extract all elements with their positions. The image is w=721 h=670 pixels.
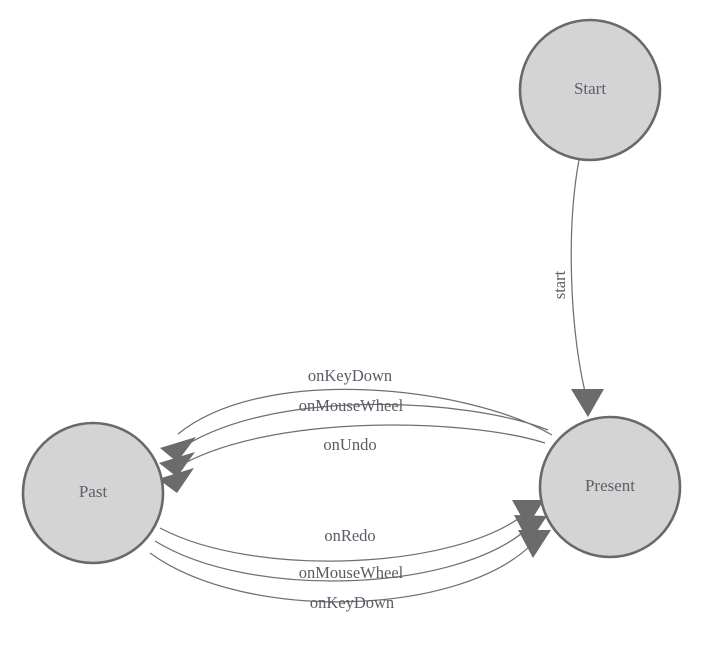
node-present[interactable]: Present [538,415,682,559]
edge-past-to-present-onkeydown[interactable]: onKeyDown [149,530,551,612]
edge-label-present-past-onundo: onUndo [323,435,376,454]
node-past-label: Past [79,482,108,501]
edge-label-past-present-onmousewheel: onMouseWheel [299,563,404,582]
edge-past-to-present-onredo[interactable]: onRedo [159,500,544,562]
edge-start-to-present-path [570,159,587,397]
edge-start-to-present-arrowhead [571,389,604,417]
node-present-label: Present [585,476,635,495]
edge-present-to-past-onmousewheel-path [176,403,549,452]
edge-past-to-present-onredo-arrowhead [512,500,544,527]
node-start-circle[interactable] [518,18,662,162]
edge-past-to-present-onmousewheel[interactable]: onMouseWheel [154,515,547,582]
edge-past-to-present-onkeydown-path [149,542,534,603]
edge-past-to-present-onredo-path [159,512,527,562]
edge-present-to-past-onundo-arrowhead [158,468,194,493]
node-present-circle[interactable] [538,415,682,559]
edge-present-to-past-onkeydown[interactable]: onKeyDown [160,366,553,462]
edge-label-past-present-onkeydown: onKeyDown [310,593,394,612]
node-start[interactable]: Start [518,18,662,162]
edge-present-to-past-onundo[interactable]: onUndo [158,424,546,493]
node-start-label: Start [574,79,606,98]
edge-label-present-past-onmousewheel: onMouseWheel [299,396,404,415]
edge-present-to-past-onmousewheel[interactable]: onMouseWheel [159,396,549,477]
edge-present-to-past-onundo-path [175,424,546,469]
edge-start-to-present[interactable]: start [550,159,604,417]
edge-present-to-past-onkeydown-arrowhead [160,437,196,462]
edge-label-past-present-onredo: onRedo [324,526,375,545]
node-past[interactable]: Past [21,421,165,565]
edge-present-to-past-onkeydown-path [177,388,553,436]
edge-past-to-present-onmousewheel-arrowhead [514,515,547,543]
edge-past-to-present-onmousewheel-path [154,527,529,582]
edge-label-present-past-onkeydown: onKeyDown [308,366,392,385]
edge-past-to-present-onkeydown-arrowhead [518,530,551,558]
node-past-circle[interactable] [21,421,165,565]
edge-label-start: start [550,270,569,299]
edge-present-to-past-onmousewheel-arrowhead [159,452,195,477]
